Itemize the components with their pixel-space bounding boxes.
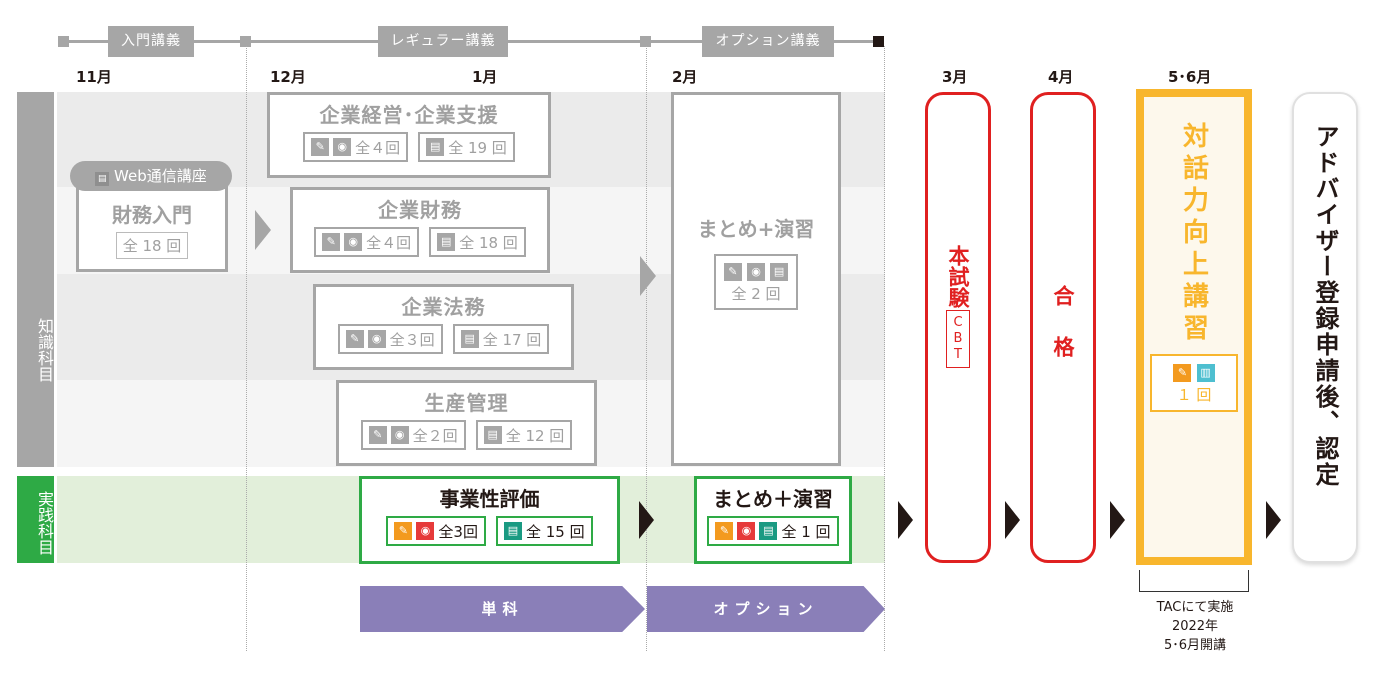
video-icon: ◉ (747, 263, 765, 281)
pass-title: 合格 (1051, 285, 1075, 387)
intro-course-card[interactable]: 財務入門 全 18 回 (76, 186, 228, 272)
month-3: 3月 (942, 68, 968, 86)
single-course-bar[interactable]: 単科 (360, 586, 645, 632)
web-course-badge: ▤ Web通信講座 (70, 161, 232, 191)
web-icon: ▤ (426, 138, 445, 156)
live-session-count: ✎◉全４回 (314, 227, 420, 257)
web-icon: ▤ (759, 522, 778, 540)
knowledge-row-label: 知識科目 (17, 92, 54, 467)
web-session-count: ▤全 15 回 (495, 516, 593, 546)
web-icon: ▤ (503, 522, 522, 540)
divider-12 (246, 46, 247, 651)
dialogue-note: TACにて実施 2022年 5･6月開講 (1156, 600, 1234, 653)
web-icon: ▤ (95, 172, 110, 186)
phase-node-option (640, 36, 651, 47)
arrow-to-pass (1005, 501, 1020, 539)
web-course-badge-label: Web通信講座 (114, 167, 207, 185)
video-icon: ◉ (390, 426, 409, 444)
option-knowledge-card[interactable]: まとめ+演習 ✎ ◉ ▤ 全 2 回 (671, 92, 841, 466)
option-knowledge-sessions: ✎ ◉ ▤ 全 2 回 (713, 254, 799, 310)
book-icon: ▥ (1196, 364, 1215, 382)
phase-label-option: オプション講義 (702, 26, 834, 57)
regular-course-card[interactable]: 企業法務 ✎◉全３回 ▤全 17 回 (313, 284, 574, 370)
divider-2 (646, 46, 647, 651)
phase-node-end (873, 36, 884, 47)
regular-course-card[interactable]: 生産管理 ✎◉全２回 ▤全 12 回 (336, 380, 597, 466)
video-icon: ◉ (333, 138, 352, 156)
regular-course-title: 企業経営･企業支援 (319, 103, 499, 127)
web-session-count: ▤全 12 回 (475, 420, 573, 450)
dialogue-sessions: ✎ ▥ １ 回 (1150, 354, 1238, 412)
video-icon: ◉ (344, 233, 363, 251)
arrow-regular-to-option (640, 256, 656, 296)
regular-course-card[interactable]: 企業財務 ✎◉全４回 ▤全 18 回 (290, 187, 550, 273)
live-session-count: ✎◉全３回 (337, 324, 443, 354)
divider-3 (884, 46, 885, 651)
month-2: 2月 (672, 68, 698, 86)
web-icon: ▤ (770, 263, 789, 281)
dialogue-bracket (1139, 570, 1249, 592)
regular-course-title: 企業財務 (378, 198, 462, 222)
phase-node-start (58, 36, 69, 47)
month-4: 4月 (1048, 68, 1074, 86)
web-icon: ▤ (437, 233, 456, 251)
arrow-to-dialogue (1110, 501, 1125, 539)
final-title: アドバイザー登録申請後、認定 (1311, 124, 1339, 488)
classroom-icon: ✎ (368, 426, 387, 444)
practice-course-title: 事業性評価 (439, 487, 540, 511)
intro-course-count: 全 18 回 (115, 232, 189, 259)
web-icon: ▤ (483, 426, 502, 444)
classroom-icon: ✎ (1173, 364, 1192, 382)
practice-option-title: まとめ＋演習 (713, 487, 833, 511)
classroom-icon: ✎ (723, 263, 742, 281)
classroom-icon: ✎ (345, 330, 364, 348)
exam-cbt-badge: CBT (946, 310, 970, 368)
regular-course-card[interactable]: 企業経営･企業支援 ✎◉全４回 ▤全 19 回 (267, 92, 551, 178)
practice-option-card[interactable]: まとめ＋演習 ✎◉▤全 1 回 (694, 476, 852, 564)
arrow-intro-to-regular (255, 210, 271, 250)
phase-label-intro: 入門講義 (108, 26, 194, 57)
video-icon: ◉ (367, 330, 386, 348)
pass-box[interactable]: 合格 (1030, 92, 1096, 563)
arrow-to-exam (898, 501, 913, 539)
web-icon: ▤ (460, 330, 479, 348)
web-session-count: ▤全 19 回 (418, 132, 515, 162)
month-12: 12月 (270, 68, 306, 86)
classroom-icon: ✎ (311, 138, 330, 156)
live-session-count: ✎◉全２回 (360, 420, 466, 450)
classroom-icon: ✎ (394, 522, 413, 540)
option-bar[interactable]: オプション (647, 586, 885, 632)
video-icon: ◉ (416, 522, 435, 540)
regular-course-title: 企業法務 (401, 295, 486, 319)
intro-course-title: 財務入門 (112, 203, 192, 227)
arrow-practice-to-option (639, 501, 654, 539)
exam-box[interactable]: 本試験 CBT (925, 92, 991, 563)
classroom-icon: ✎ (322, 233, 341, 251)
live-session-count: ✎◉全3回 (386, 516, 486, 546)
arrow-to-final (1266, 501, 1281, 539)
dialogue-box[interactable]: 対話力向上講習 ✎ ▥ １ 回 (1136, 89, 1252, 565)
web-session-count: ▤全 18 回 (429, 227, 526, 257)
month-5-6: 5･6月 (1168, 68, 1212, 86)
live-session-count: ✎◉全４回 (303, 132, 409, 162)
phase-node-regular (240, 36, 251, 47)
option-knowledge-title: まとめ+演習 (697, 217, 815, 241)
dialogue-title: 対話力向上講習 (1178, 122, 1209, 346)
session-count: ✎◉▤全 1 回 (707, 516, 839, 546)
classroom-icon: ✎ (715, 522, 734, 540)
practice-course-card[interactable]: 事業性評価 ✎◉全3回 ▤全 15 回 (359, 476, 620, 564)
video-icon: ◉ (737, 522, 756, 540)
month-1: 1月 (472, 68, 498, 86)
phase-label-regular: レギュラー講義 (378, 26, 508, 57)
practice-row-label: 実践科目 (17, 476, 54, 563)
regular-course-title: 生産管理 (424, 391, 509, 415)
month-11: 11月 (76, 68, 112, 86)
exam-title: 本試験 (946, 245, 970, 308)
final-box[interactable]: アドバイザー登録申請後、認定 (1292, 92, 1358, 563)
web-session-count: ▤全 17 回 (452, 324, 550, 354)
